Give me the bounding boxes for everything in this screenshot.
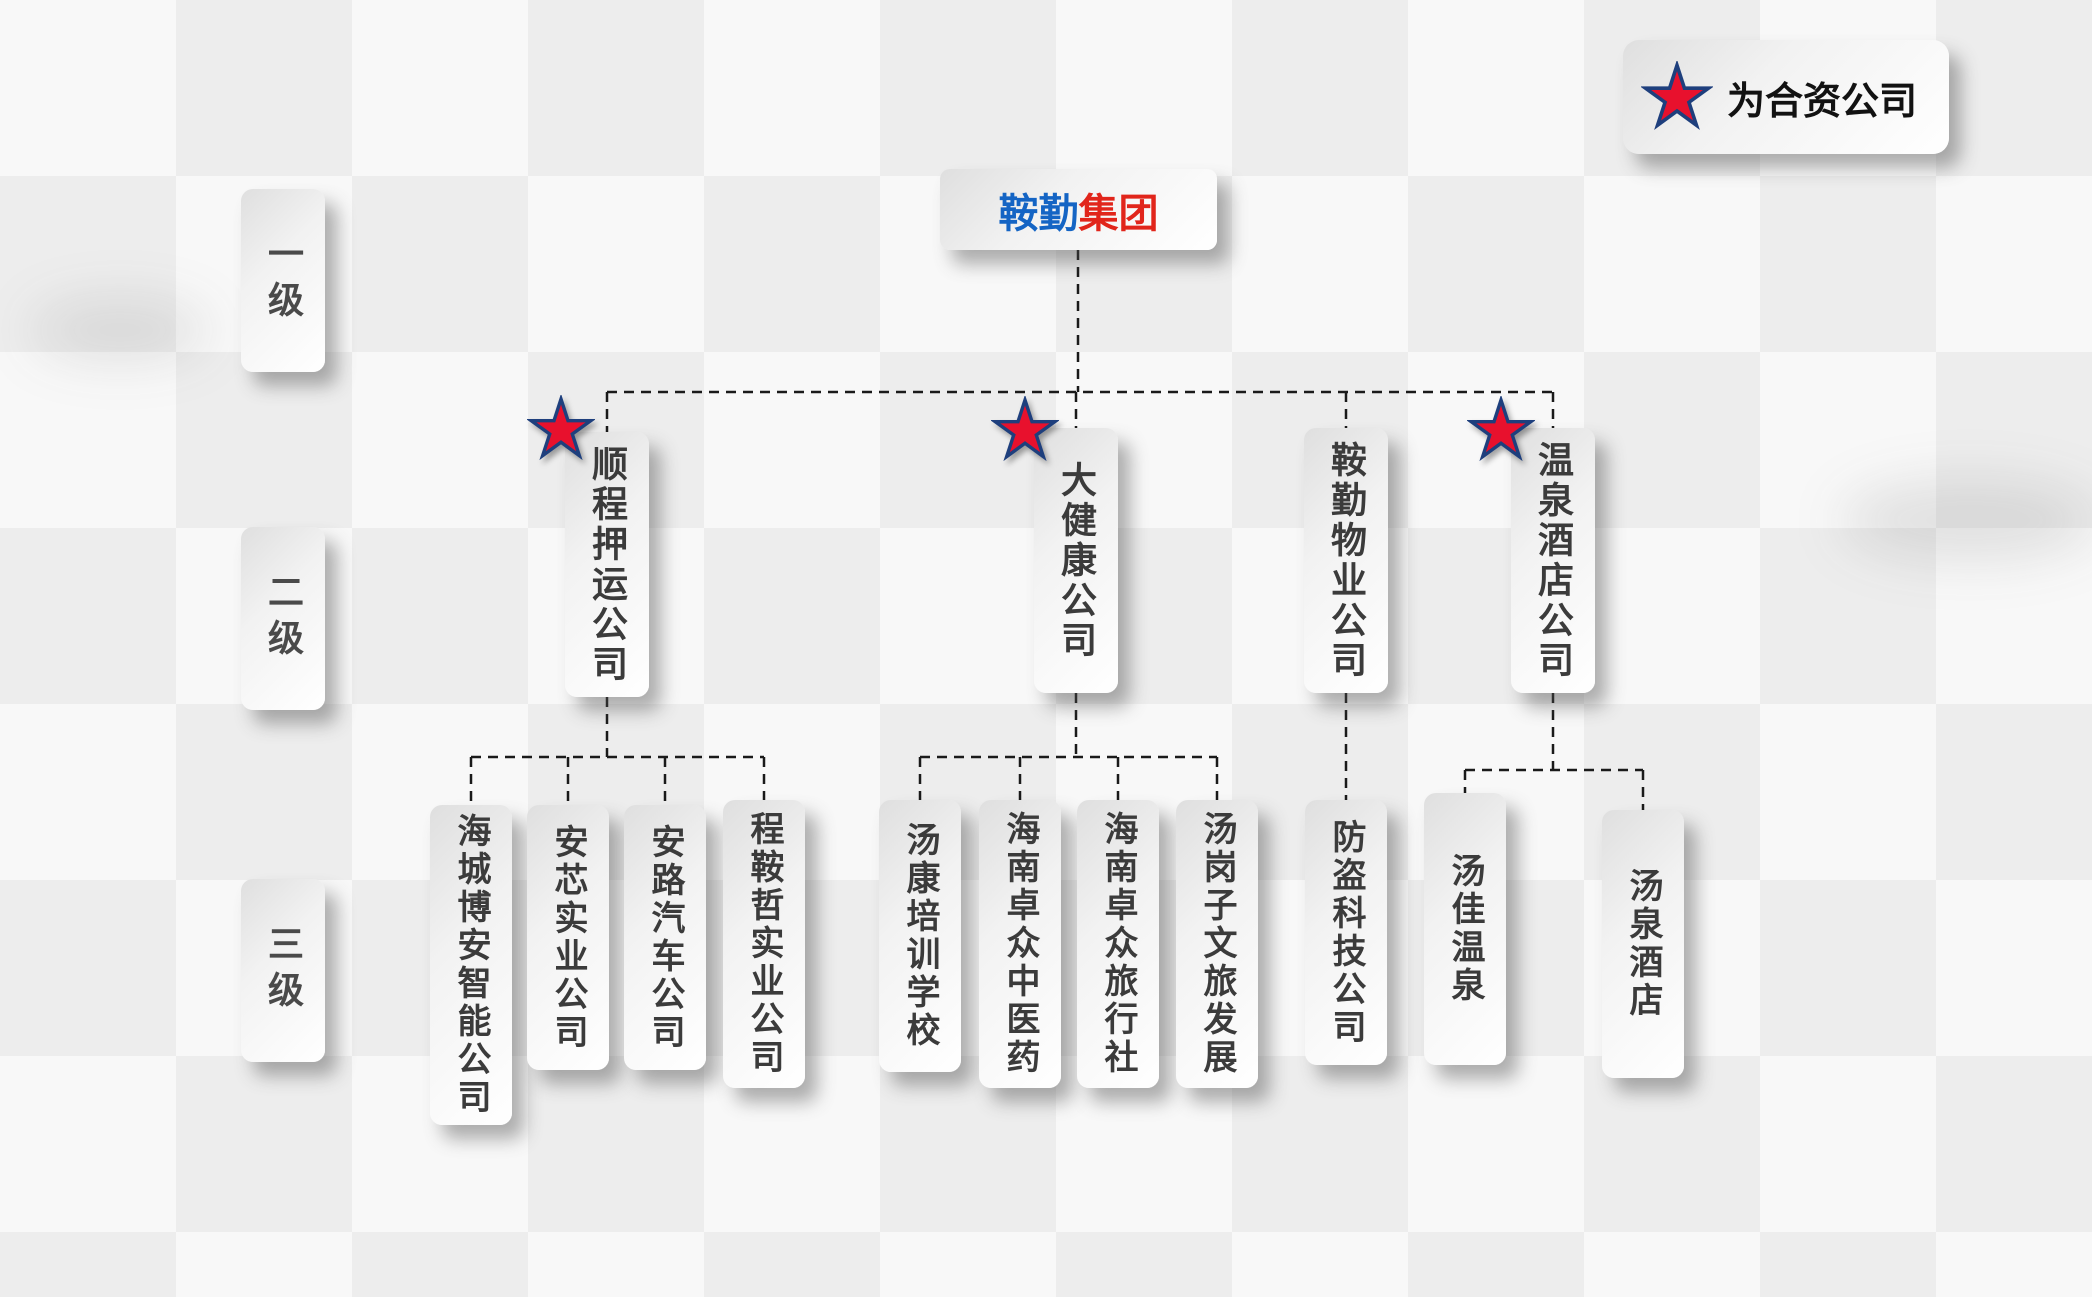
level3-node-2-0: 防盗科技公司	[1305, 800, 1387, 1065]
level3-node-0-0-label: 海城博安智能公司	[452, 813, 490, 1117]
level-3-badge: 三级	[241, 879, 325, 1062]
connector-branch-1	[469, 697, 766, 805]
root-label-primary: 鞍勤	[998, 191, 1079, 236]
level3-node-0-2: 安路汽车公司	[624, 805, 706, 1070]
level3-node-0-1: 安芯实业公司	[527, 805, 609, 1070]
level3-node-3-1-label: 汤泉酒店	[1624, 868, 1662, 1020]
level3-node-1-0-label: 汤康培训学校	[901, 822, 939, 1050]
legend-label: 为合资公司	[1727, 80, 1918, 123]
root-node: 鞍勤集团	[940, 169, 1217, 250]
level3-node-2-0-label: 防盗科技公司	[1327, 818, 1365, 1047]
legend: 为合资公司	[1623, 40, 1949, 154]
connector-root-to-level2	[605, 250, 1555, 432]
level-1-badge-label: 一级	[263, 234, 304, 327]
level3-node-3-0-label: 汤佳温泉	[1446, 853, 1484, 1005]
level3-node-1-3-label: 汤岗子文旅发展	[1198, 811, 1236, 1077]
level3-node-1-2-label: 海南卓众旅行社	[1099, 811, 1137, 1077]
connector-branch-2	[918, 693, 1219, 800]
level2-node-3-label: 温泉酒店公司	[1533, 440, 1574, 681]
level-2-badge: 二级	[241, 527, 325, 710]
level3-node-0-1-label: 安芯实业公司	[549, 823, 587, 1052]
level3-node-1-2: 海南卓众旅行社	[1077, 800, 1159, 1088]
level3-node-0-0: 海城博安智能公司	[430, 805, 512, 1125]
root-label-secondary: 集团	[1078, 191, 1159, 236]
level2-node-2: 鞍勤物业公司	[1304, 428, 1388, 693]
level3-node-1-1: 海南卓众中医药	[979, 800, 1061, 1088]
level2-node-0-label: 顺程押运公司	[587, 444, 628, 685]
level3-node-0-2-label: 安路汽车公司	[646, 823, 684, 1052]
level2-node-1-label: 大健康公司	[1056, 460, 1097, 661]
level2-node-3: 温泉酒店公司	[1511, 428, 1595, 693]
joint-venture-star-icon	[991, 396, 1059, 464]
joint-venture-star-icon	[1467, 396, 1535, 464]
level2-node-2-label: 鞍勤物业公司	[1326, 440, 1367, 681]
level3-node-3-0: 汤佳温泉	[1424, 793, 1506, 1065]
level3-node-1-0: 汤康培训学校	[879, 800, 961, 1072]
level2-node-1: 大健康公司	[1034, 428, 1118, 693]
level3-node-0-3-label: 程鞍哲实业公司	[745, 811, 783, 1077]
level3-node-1-1-label: 海南卓众中医药	[1001, 811, 1039, 1077]
joint-venture-star-icon	[1641, 61, 1713, 133]
level-2-badge-label: 二级	[263, 572, 304, 665]
level-1-badge: 一级	[241, 189, 325, 372]
joint-venture-star-icon	[527, 395, 595, 463]
level3-node-0-3: 程鞍哲实业公司	[723, 800, 805, 1088]
level3-node-3-1: 汤泉酒店	[1602, 810, 1684, 1078]
level2-node-0: 顺程押运公司	[565, 432, 649, 697]
level3-node-1-3: 汤岗子文旅发展	[1176, 800, 1258, 1088]
level-3-badge-label: 三级	[263, 924, 304, 1017]
connector-branch-4	[1463, 693, 1645, 810]
